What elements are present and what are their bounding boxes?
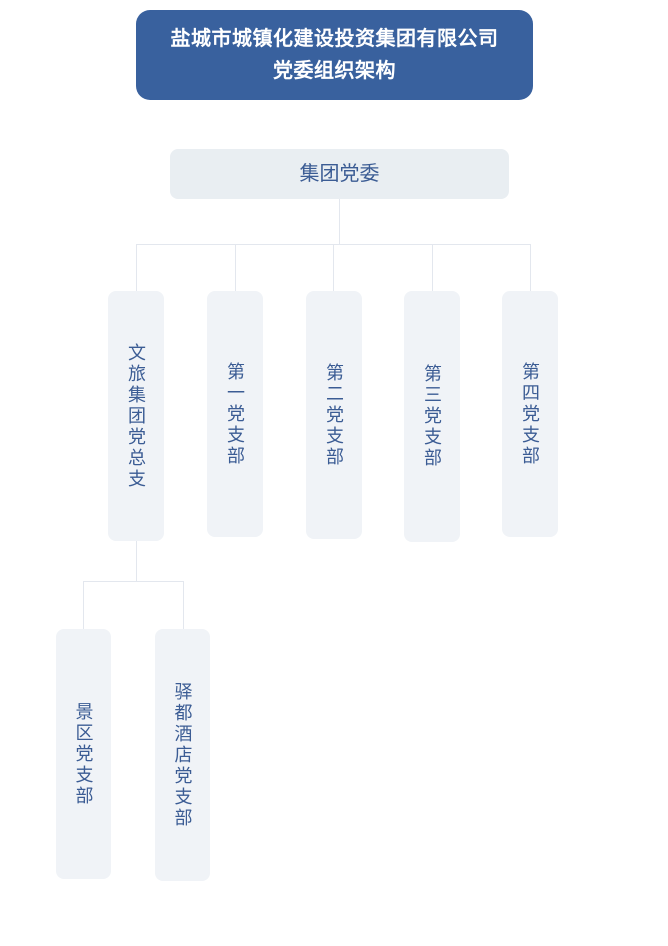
connector-root-drop: [339, 199, 340, 244]
node-group-party-committee[interactable]: 集团党委: [170, 149, 509, 199]
node-label-fourth-party-branch: 第四党支部: [520, 361, 540, 467]
node-label-group-party-committee: 集团党委: [299, 162, 380, 185]
connector-culture-tourism-drop: [136, 541, 137, 581]
node-label-third-party-branch: 第三党支部: [422, 364, 442, 469]
connector-drop-scenic-area-party-branch: [83, 581, 84, 629]
chart-title-text: 盐城市城镇化建设投资集团有限公司 党委组织架构: [170, 28, 499, 82]
node-first-party-branch[interactable]: 第一党支部: [207, 291, 263, 537]
node-label-scenic-area-party-branch: 景区党支部: [73, 701, 94, 807]
node-label-second-party-branch: 第二党支部: [324, 362, 344, 468]
connector-level3-bus: [83, 581, 183, 582]
node-label-yidu-hotel-party-branch: 驿都酒店党支部: [172, 681, 193, 829]
node-third-party-branch[interactable]: 第三党支部: [404, 291, 460, 542]
connector-drop-yidu-hotel-party-branch: [183, 581, 184, 629]
node-culture-tourism-group-party-general-branch[interactable]: 文旅集团党总支: [108, 291, 164, 541]
chart-title-banner: 盐城市城镇化建设投资集团有限公司 党委组织架构: [136, 10, 533, 100]
connector-drop-third-party-branch: [432, 244, 433, 291]
node-fourth-party-branch[interactable]: 第四党支部: [502, 291, 558, 537]
connector-drop-second-party-branch: [333, 244, 334, 291]
connector-drop-first-party-branch: [235, 244, 236, 291]
node-scenic-area-party-branch[interactable]: 景区党支部: [56, 629, 111, 879]
node-label-culture-tourism-group-party-general-branch: 文旅集团党总支: [126, 342, 146, 490]
connector-drop-culture-tourism-group-party-general-branch: [136, 244, 137, 291]
connector-drop-fourth-party-branch: [530, 244, 531, 291]
node-label-first-party-branch: 第一党支部: [225, 361, 245, 467]
node-second-party-branch[interactable]: 第二党支部: [306, 291, 362, 539]
node-yidu-hotel-party-branch[interactable]: 驿都酒店党支部: [155, 629, 210, 881]
